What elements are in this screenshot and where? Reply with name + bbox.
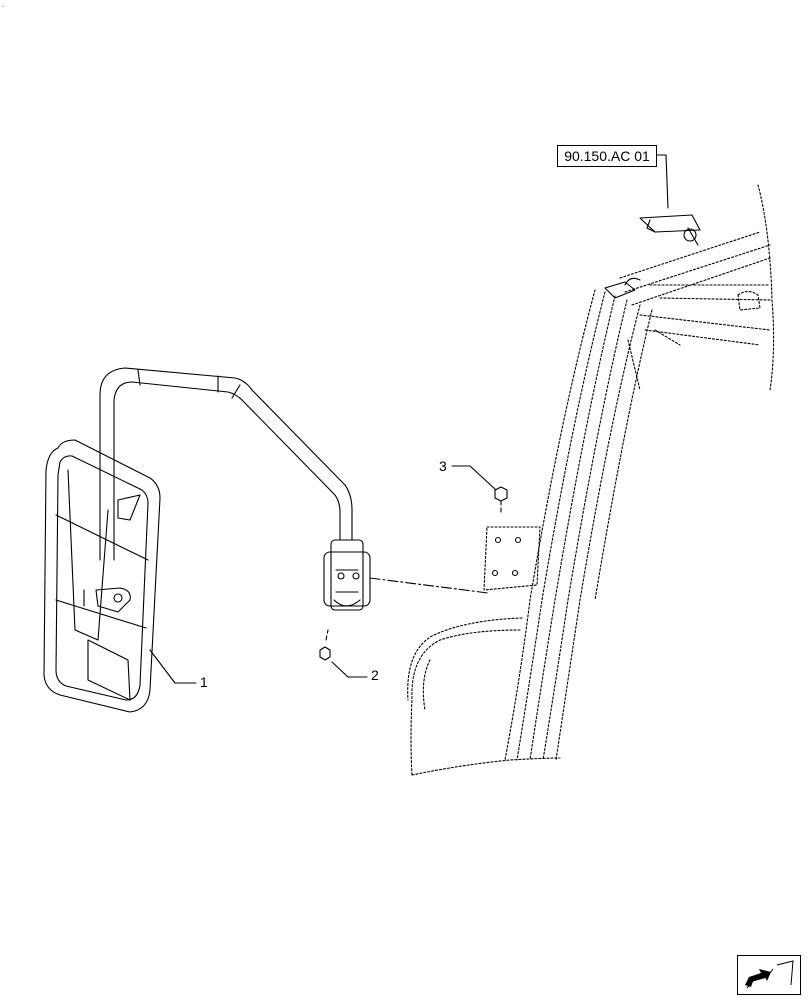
- leader-1: [149, 649, 197, 684]
- callout-2: 2: [371, 667, 379, 683]
- mirror-clamp: [323, 539, 371, 611]
- leader-2: [331, 661, 368, 678]
- hex-nut-2: [319, 629, 331, 661]
- mirror-arm: [99, 367, 353, 561]
- callout-1: 1: [200, 674, 208, 690]
- mounting-plate: [483, 526, 541, 591]
- mirror-head: [43, 439, 161, 713]
- hex-bolt-3: [494, 486, 508, 513]
- corner-mark: .: [2, 0, 5, 9]
- callout-3: 3: [439, 458, 447, 474]
- cab-frame: [407, 184, 775, 776]
- reference-leader: [656, 154, 669, 209]
- reference-label[interactable]: 90.150.AC 01: [557, 145, 657, 167]
- assembly-centerline: [369, 577, 489, 594]
- arrow-navigation-icon[interactable]: [737, 955, 801, 995]
- leader-3: [451, 465, 497, 491]
